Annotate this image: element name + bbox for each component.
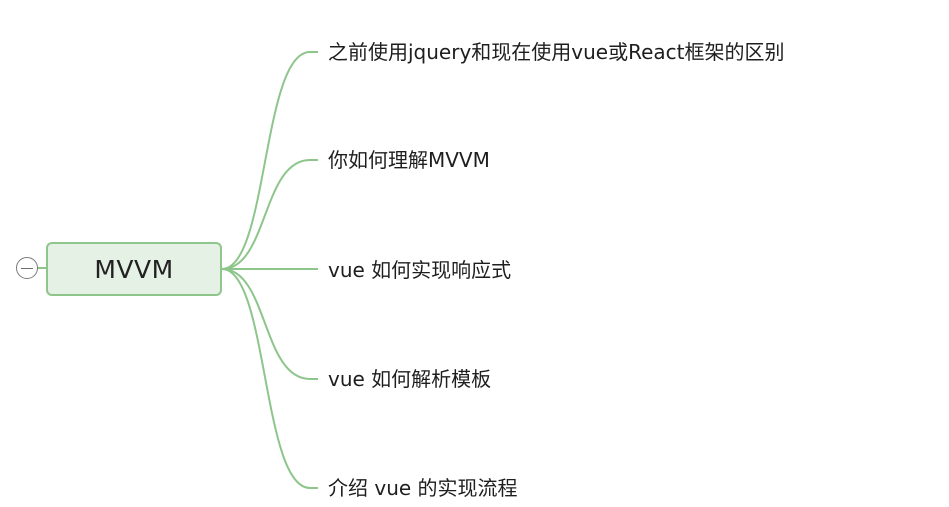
branch-topic-understanding-mvvm[interactable]: 你如何理解MVVM xyxy=(328,148,490,172)
branch-topic-vue-template-parsing[interactable]: vue 如何解析模板 xyxy=(328,367,492,391)
connector-branch-1 xyxy=(221,159,318,270)
root-node-mvvm[interactable]: MVVM xyxy=(46,242,222,296)
connector-branch-0 xyxy=(221,51,318,270)
connector-branch-3 xyxy=(221,268,318,380)
branch-topic-jquery-vs-frameworks[interactable]: 之前使用jquery和现在使用vue或React框架的区别 xyxy=(328,40,785,64)
connector-branch-4 xyxy=(221,268,318,489)
branch-topic-vue-reactivity[interactable]: vue 如何实现响应式 xyxy=(328,258,512,282)
branch-topic-vue-implementation-flow[interactable]: 介绍 vue 的实现流程 xyxy=(328,476,518,500)
collapse-toggle-icon[interactable] xyxy=(16,257,38,279)
